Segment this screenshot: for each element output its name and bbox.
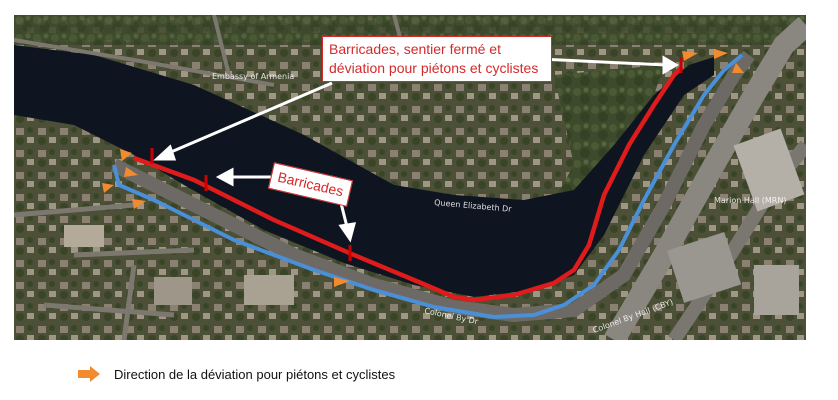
closed-path bbox=[133, 65, 684, 303]
legend-label: Direction de la déviation pour piétons e… bbox=[114, 366, 396, 382]
detour-arrows bbox=[102, 49, 744, 287]
embassy-label: Embassy of Armenia bbox=[212, 72, 294, 81]
callout-pointers bbox=[153, 55, 679, 243]
closure-callout: Barricades, sentier fermé et déviation p… bbox=[322, 36, 552, 82]
detour-path bbox=[112, 53, 744, 319]
legend: Direction de la déviation pour piétons e… bbox=[78, 364, 395, 384]
marion-hall-label: Marion Hall (MRN) bbox=[714, 196, 786, 205]
orange-arrow-icon bbox=[78, 366, 100, 382]
